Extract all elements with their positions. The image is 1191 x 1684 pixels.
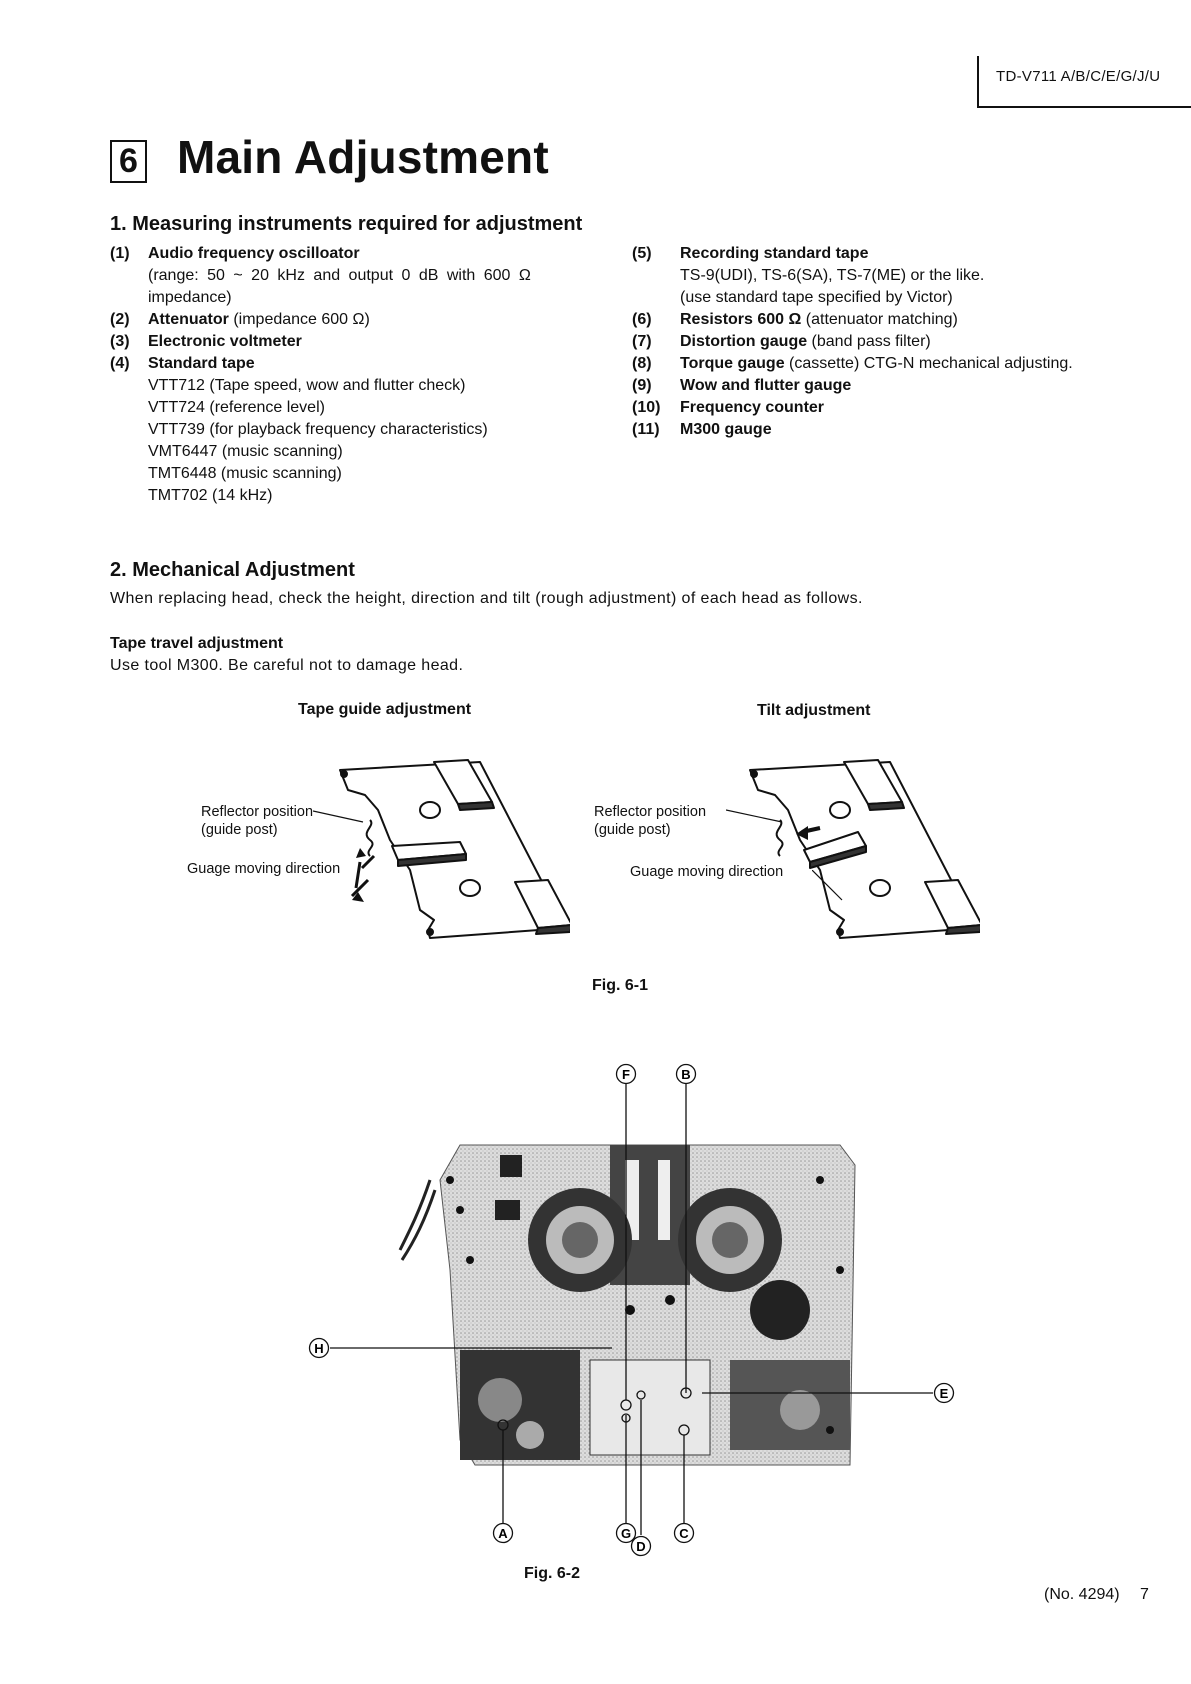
tape-travel-text: Use tool M300. Be careful not to damage … [110,657,464,674]
list-item-detail: impedance) [148,289,232,306]
right-reflector-label: Reflector position [594,804,707,820]
list-item: (1)Audio frequency oscilloator [110,245,360,262]
list-item: (11)M300 gauge [632,421,772,438]
tilt-title: Tilt adjustment [757,702,871,719]
svg-text:D: D [636,1539,645,1554]
list-item-detail: TS-9(UDI), TS-6(SA), TS-7(ME) or the lik… [680,267,985,284]
tape-guide-gauge-drawing [339,759,570,939]
list-item: (10)Frequency counter [632,399,825,416]
instruments-heading: 1. Measuring instruments required for ad… [110,213,583,235]
right-reflector-leader-line [726,809,783,823]
list-item-detail: VTT724 (reference level) [148,399,325,416]
tape-travel-heading: Tape travel adjustment [110,635,284,652]
list-item-detail: VMT6447 (music scanning) [148,443,343,460]
left-reflector-label: Reflector position [201,804,314,820]
header-model-box [977,56,1191,108]
list-item: (8)Torque gauge (cassette) CTG-N mechani… [632,355,1073,372]
instruments-list-left: (1)Audio frequency oscilloator (range: 5… [110,243,590,507]
marker-g-icon: G [615,1522,637,1544]
list-item-detail: TMT6448 (music scanning) [148,465,342,482]
list-item: (3)Electronic voltmeter [110,333,302,350]
marker-a-icon: A [492,1522,514,1544]
model-number: TD-V711 A/B/C/E/G/J/U [996,68,1161,85]
marker-h-icon: H [308,1337,330,1359]
list-item: (5)Recording standard tape [632,245,869,262]
svg-text:B: B [681,1067,690,1082]
mechanical-heading: 2. Mechanical Adjustment [110,559,355,581]
svg-text:H: H [314,1341,323,1356]
marker-e-icon: E [933,1382,955,1404]
left-reflector-leader-line [313,810,364,823]
list-item: (4)Standard tape [110,355,255,372]
cassette-mechanism-photo [398,1144,856,1466]
svg-text:C: C [679,1526,689,1541]
svg-text:A: A [498,1526,508,1541]
svg-text:E: E [940,1386,949,1401]
mechanical-intro: When replacing head, check the height, d… [110,590,863,607]
list-item: (2)Attenuator (impedance 600 Ω) [110,311,370,328]
instruments-list-right: (5)Recording standard tape TS-9(UDI), TS… [632,243,1122,441]
marker-b-icon: B [675,1063,697,1085]
list-item-detail: VTT712 (Tape speed, wow and flutter chec… [148,377,466,394]
marker-f-icon: F [615,1063,637,1085]
left-guide-post-label: (guide post) [201,822,278,838]
right-gauge-leader-line [812,870,843,901]
svg-text:F: F [622,1067,630,1082]
section-number: 6 [110,140,147,183]
page-footer: (No. 4294) 7 [1044,1586,1149,1604]
tilt-gauge-drawing [749,759,980,939]
tape-guide-title: Tape guide adjustment [298,701,472,718]
marker-c-icon: C [673,1522,695,1544]
fig-6-1-caption: Fig. 6-1 [592,977,649,994]
list-item-detail: (range: 50 ~ 20 kHz and output 0 dB with… [148,267,531,284]
list-item: (7)Distortion gauge (band pass filter) [632,333,931,350]
list-item: (9)Wow and flutter gauge [632,377,852,394]
page-number: 7 [1140,1586,1149,1603]
document-number: (No. 4294) [1044,1586,1120,1603]
section-title: Main Adjustment [177,131,549,183]
right-guide-post-label: (guide post) [594,822,671,838]
left-gauge-direction-label: Guage moving direction [187,861,341,877]
right-gauge-direction-label: Guage moving direction [630,864,784,880]
list-item-detail: VTT739 (for playback frequency character… [148,421,488,438]
list-item-detail: (use standard tape specified by Victor) [680,289,953,306]
marker-d-icon: D [630,1535,652,1557]
fig-6-2-caption: Fig. 6-2 [524,1565,581,1582]
list-item-detail: TMT702 (14 kHz) [148,487,273,504]
list-item: (6)Resistors 600 Ω (attenuator matching) [632,311,958,328]
svg-text:G: G [621,1526,631,1541]
